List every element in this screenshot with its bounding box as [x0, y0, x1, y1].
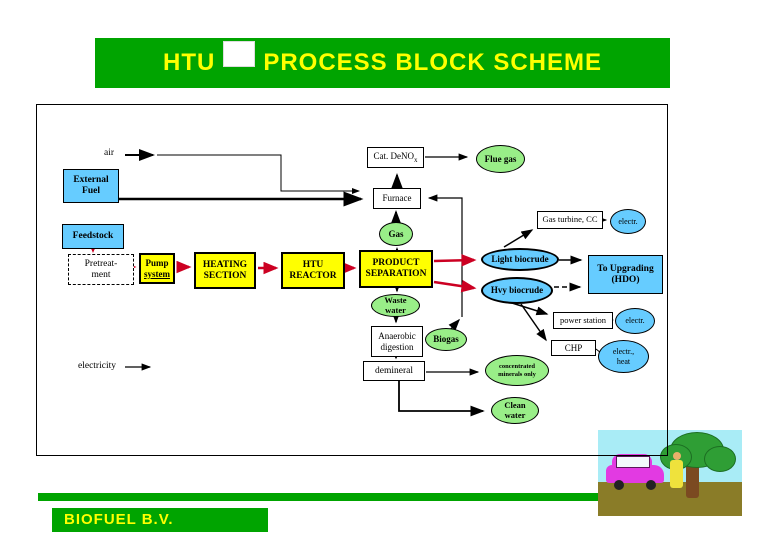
waste-water-line2: water	[385, 304, 406, 315]
footer-divider-bar	[38, 493, 598, 501]
htu-reactor-line2: REACTOR	[289, 270, 337, 281]
electr-heat-line1: electr.,	[612, 347, 635, 357]
anaerobic-line2: digestion	[380, 341, 414, 352]
gas-turbine-label: Gas turbine, CC	[542, 214, 598, 225]
chp-label: CHP	[564, 342, 583, 353]
pretreatment-box: Pretreat- ment	[68, 254, 134, 285]
title-part2: PROCESS BLOCK SCHEME	[263, 49, 603, 76]
to-upgrading-line2: (HDO)	[611, 274, 640, 285]
power-station-box: power station	[553, 312, 613, 329]
company-name: BIOFUEL B.V.	[52, 508, 268, 532]
car-window	[616, 456, 650, 468]
hvy-biocrude-ellipse: Hvy biocrude	[481, 277, 553, 304]
flue-gas-ellipse: Flue gas	[476, 145, 525, 173]
demineral-label: demineral	[375, 365, 413, 376]
external-fuel-box: External Fuel	[63, 169, 119, 203]
hvy-biocrude-label: Hvy biocrude	[490, 285, 544, 296]
waste-water-ellipse: Waste water	[371, 294, 420, 317]
heating-line2: SECTION	[203, 270, 247, 281]
clipart-car-tree	[598, 430, 742, 516]
to-upgrading-line1: To Upgrading	[597, 263, 654, 274]
external-fuel-line1: External	[73, 175, 109, 186]
product-separation-line2: SEPARATION	[365, 269, 427, 279]
clean-water-line1: Clean	[504, 399, 526, 410]
cat-denox-box: Cat. DeNOx	[367, 147, 424, 168]
furnace-label: Furnace	[382, 193, 412, 204]
biogas-label: Biogas	[433, 334, 459, 345]
person-head	[673, 452, 681, 460]
heating-line1: HEATING	[202, 259, 248, 270]
feedstock-box: Feedstock	[62, 224, 124, 249]
conc-minerals-line2: minerals only	[498, 370, 536, 378]
electr-turbine-ellipse: electr.	[610, 209, 646, 234]
electricity-label: electricity	[78, 361, 116, 371]
light-biocrude-label: Light biocrude	[491, 254, 549, 265]
pretreatment-line2: ment	[91, 269, 111, 280]
chp-box: CHP	[551, 340, 596, 356]
external-fuel-line2: Fuel	[82, 186, 100, 196]
electr-power-ellipse: electr.	[615, 308, 655, 334]
waste-water-line1: Waste	[384, 294, 407, 305]
demineral-box: demineral	[363, 361, 425, 381]
clean-water-line2: water	[504, 409, 526, 420]
conc-minerals-line1: concentrated	[498, 363, 536, 371]
anaerobic-digestion-box: Anaerobic digestion	[371, 326, 423, 357]
gas-turbine-box: Gas turbine, CC	[537, 211, 603, 229]
product-separation-line1: PRODUCT	[372, 258, 420, 269]
gas-ellipse: Gas	[379, 222, 413, 246]
light-biocrude-ellipse: Light biocrude	[481, 248, 559, 271]
electr-heat-line2: heat	[616, 356, 631, 366]
product-separation-box: PRODUCT SEPARATION	[359, 250, 433, 288]
power-station-label: power station	[559, 314, 607, 325]
pump-line2: system	[144, 268, 170, 279]
biogas-ellipse: Biogas	[425, 328, 467, 351]
heating-section-box: HEATING SECTION	[194, 252, 256, 289]
title-bar: HTU PROCESS BLOCK SCHEME	[95, 38, 670, 88]
htu-reactor-line1: HTU	[302, 259, 324, 270]
car-wheel	[646, 480, 656, 490]
tree-foliage	[704, 446, 736, 472]
diagram-frame	[36, 104, 668, 456]
title-part1: HTU	[162, 49, 216, 76]
pretreatment-line1: Pretreat-	[84, 258, 118, 269]
gas-label: Gas	[388, 228, 404, 239]
person-body	[670, 460, 683, 488]
electr-turbine-label: electr.	[618, 216, 638, 226]
feedstock-label: Feedstock	[72, 231, 114, 242]
electr-power-label: electr.	[625, 316, 645, 326]
car-wheel	[614, 480, 624, 490]
air-label: air	[104, 148, 115, 158]
cat-denox-label: Cat. DeNOx	[373, 151, 418, 164]
car-body	[606, 465, 664, 483]
furnace-box: Furnace	[373, 188, 421, 209]
pump-system-box: Pump system	[139, 253, 175, 284]
to-upgrading-box: To Upgrading (HDO)	[588, 255, 663, 294]
anaerobic-line1: Anaerobic	[378, 331, 416, 342]
pump-line1: Pump	[145, 258, 169, 269]
logo-image-icon	[223, 41, 256, 67]
htu-reactor-box: HTU REACTOR	[281, 252, 345, 289]
conc-minerals-ellipse: concentrated minerals only	[485, 355, 549, 386]
flue-gas-label: Flue gas	[484, 153, 517, 164]
electr-heat-ellipse: electr., heat	[598, 340, 649, 373]
clean-water-ellipse: Clean water	[491, 397, 539, 424]
